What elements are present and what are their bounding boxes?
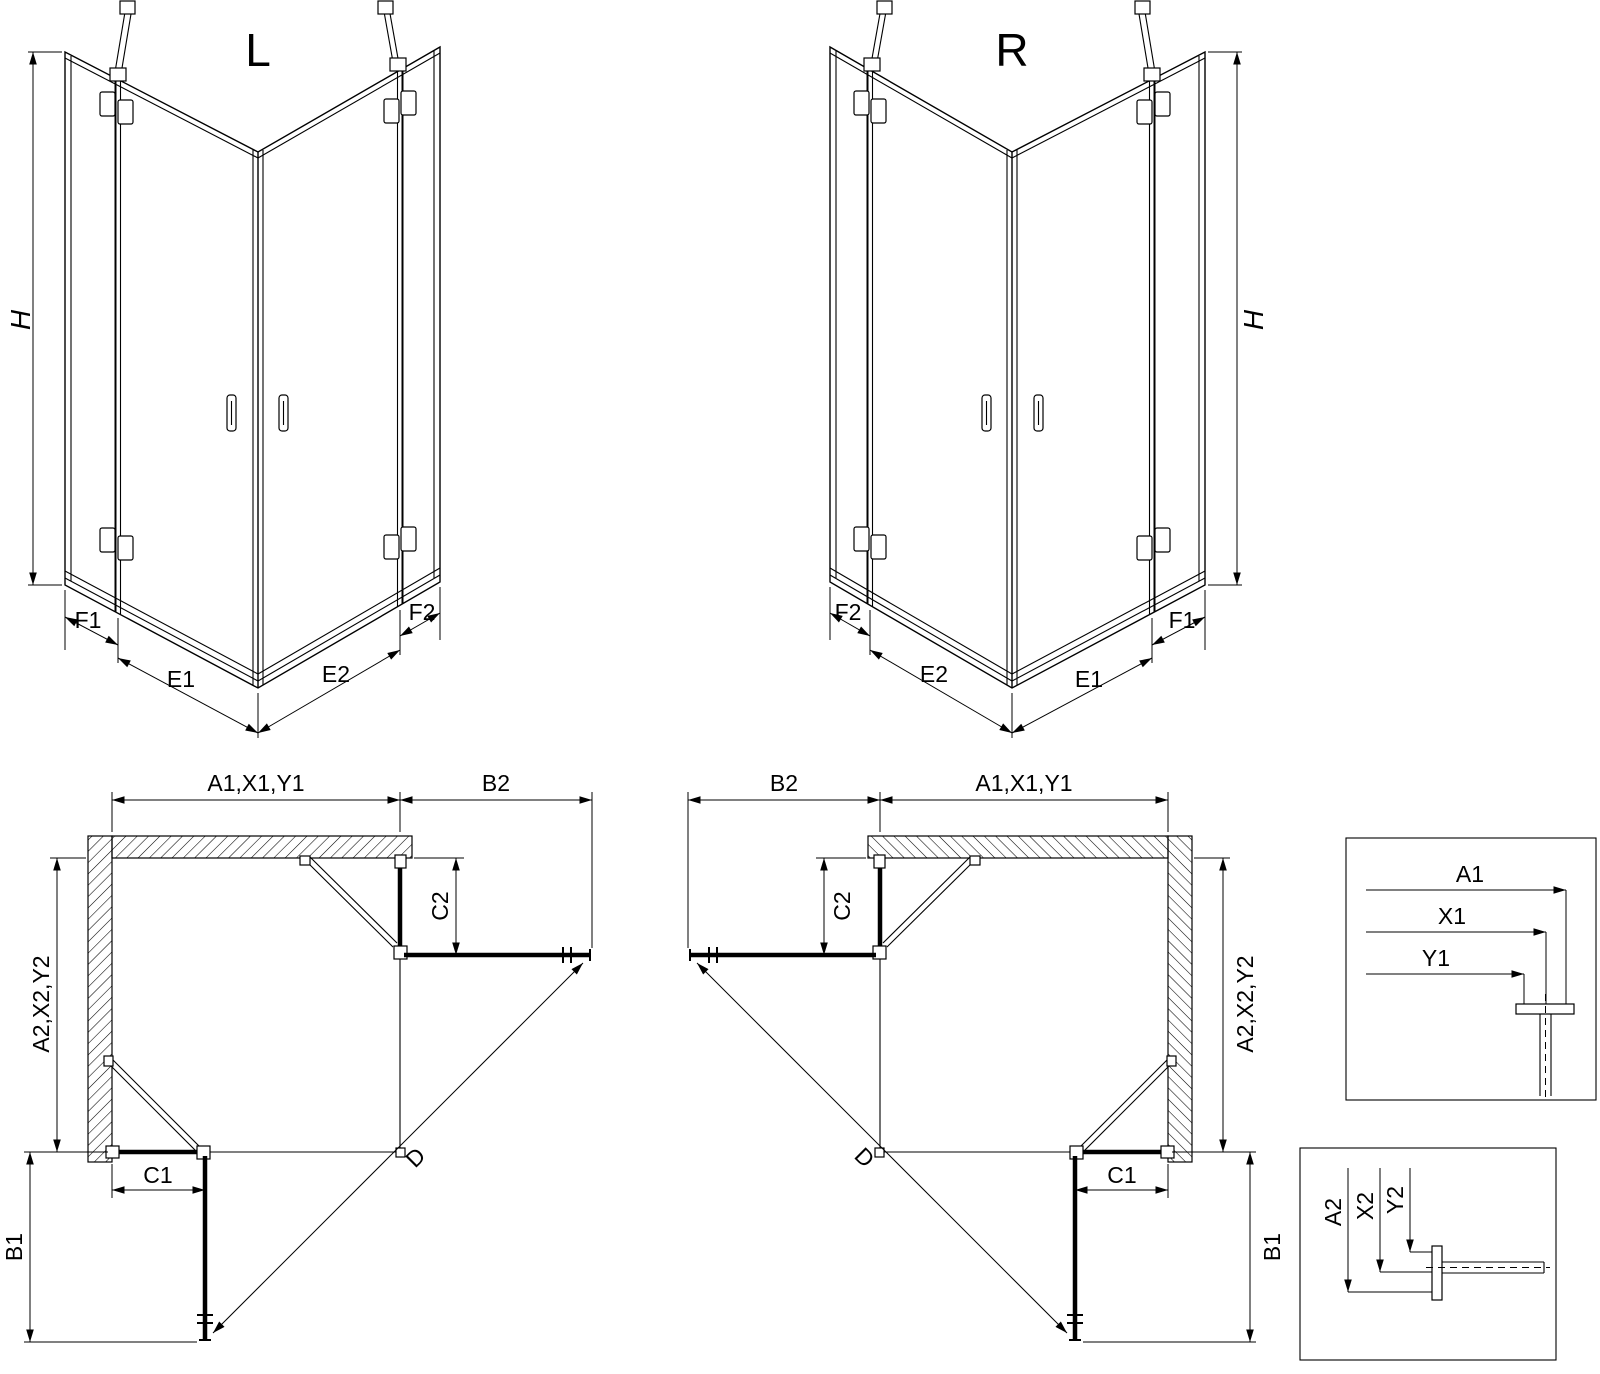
- dim-label-f2-right: F2: [835, 599, 862, 625]
- frame-profiles: [114, 69, 404, 614]
- door-hinges: [99, 90, 417, 561]
- dims-bottom: [64, 587, 441, 738]
- detail-view-horizontal: A1 X1 Y1: [1345, 837, 1597, 1101]
- plan-view-left: A1,X1,Y1 B2 A2,X2,Y2 B1 C2 C1 D: [1, 770, 593, 1343]
- detail-view-vertical: A2 X2 Y2: [1299, 1147, 1557, 1361]
- detail-horizontal-dims: [1366, 886, 1567, 1006]
- dim-label-b2-right: B2: [770, 770, 798, 796]
- dim-depth-door-swing: [24, 1152, 197, 1343]
- dim-fixed-side: [410, 857, 464, 956]
- dim-label-f1-left: F1: [75, 607, 102, 633]
- dim-label-a2-left: A2,X2,Y2: [28, 955, 54, 1052]
- perspective-geometry-left: [28, 0, 441, 738]
- detail-vertical-dims: [1344, 1168, 1434, 1293]
- dim-label-a1-left: A1,X1,Y1: [207, 770, 304, 796]
- perspective-view-left: L H F1 E1 E2 F2: [5, 0, 441, 738]
- dim-label-a2-right: A2,X2,Y2: [1232, 955, 1258, 1052]
- dim-height: [28, 51, 62, 586]
- dim-label-c1-right: C1: [1107, 1162, 1136, 1188]
- dim-label-e2-right: E2: [920, 661, 948, 687]
- support-arms: [109, 0, 407, 82]
- plan-view-right: B2 A1,X1,Y1 A2,X2,Y2 B1 C2 C1 D: [688, 770, 1285, 1342]
- walls-hatched: [87, 835, 413, 1163]
- dim-label-a1-right: A1,X1,Y1: [975, 770, 1072, 796]
- dim-label-b1-left: B1: [1, 1233, 27, 1261]
- dim-diagonal-entry: [212, 962, 584, 1334]
- dim-width-door-swing: [400, 792, 593, 948]
- dim-label-b1-right: B1: [1259, 1233, 1285, 1261]
- support-brace-front: [103, 1055, 200, 1151]
- dim-depth-main: [24, 857, 108, 1153]
- detail-box-horizontal: [1345, 837, 1597, 1101]
- dim-label-detail-a2: A2: [1320, 1198, 1346, 1226]
- detail-vertical-profile: [1426, 1245, 1550, 1301]
- dim-label-e1-right: E1: [1075, 666, 1103, 692]
- dim-label-c2-left: C2: [427, 891, 453, 920]
- plan-geometry-left: [24, 792, 593, 1343]
- glass-panels: [64, 45, 441, 689]
- view-title-right: R: [995, 24, 1028, 76]
- fixed-panel-front: [105, 1145, 211, 1160]
- dim-label-detail-x1: X1: [1438, 903, 1466, 929]
- view-title-left: L: [245, 24, 271, 76]
- support-brace-side: [299, 855, 398, 948]
- open-door-front: [197, 1156, 213, 1341]
- fixed-panel-side: [393, 854, 408, 960]
- dim-label-detail-x2: X2: [1352, 1192, 1378, 1220]
- dim-fixed-front: [111, 1164, 205, 1198]
- dim-label-detail-a1: A1: [1456, 861, 1484, 887]
- dim-label-c2-right: C2: [829, 891, 855, 920]
- dim-label-b2-left: B2: [482, 770, 510, 796]
- dim-label-h-right: H: [1238, 309, 1269, 330]
- detail-box-vertical: [1299, 1147, 1557, 1361]
- detail-horizontal-profile: [1515, 994, 1575, 1098]
- dim-label-f1-right: F1: [1169, 607, 1196, 633]
- dim-label-c1-left: C1: [143, 1162, 172, 1188]
- dim-label-e1-left: E1: [167, 666, 195, 692]
- dim-label-h-left: H: [5, 309, 36, 330]
- dim-label-f2-left: F2: [409, 599, 436, 625]
- dim-label-e2-left: E2: [322, 661, 350, 687]
- dim-label-detail-y2: Y2: [1382, 1186, 1408, 1214]
- dim-label-detail-y1: Y1: [1422, 945, 1450, 971]
- door-handles: [226, 394, 289, 432]
- perspective-view-right: R H F2 E2 E1 F1: [830, 1, 1269, 738]
